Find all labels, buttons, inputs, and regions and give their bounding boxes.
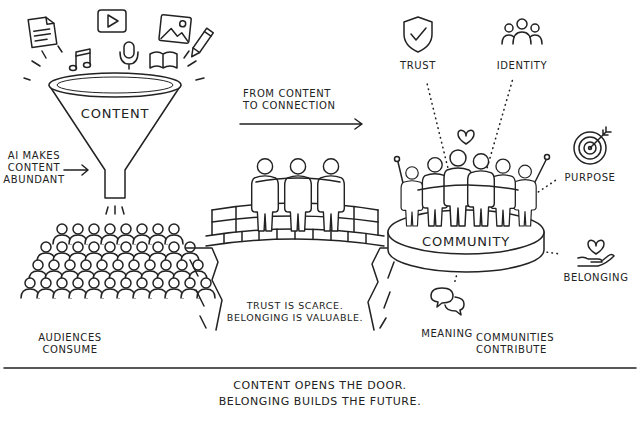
node-label: CONTENT [45, 106, 185, 121]
node-label: IDENTITY [497, 60, 548, 72]
node-label: COMMUNITY [385, 234, 547, 249]
dotted-connector [476, 80, 512, 206]
leader-arrow [64, 165, 88, 175]
book-icon [150, 52, 177, 68]
funnel-node: CONTENT [45, 70, 185, 205]
annotation-label: FROM CONTENT TO CONNECTION [243, 88, 343, 112]
pencil-icon [188, 28, 213, 59]
node-icon [427, 282, 467, 322]
node-outline [45, 70, 185, 205]
belonging-node: BELONGING [558, 226, 634, 292]
annotation-label: AUDIENCES CONSUME [30, 332, 110, 356]
video-icon [98, 10, 126, 32]
funnel-drips [106, 206, 124, 214]
bridge-people [252, 159, 345, 231]
node-label: TRUST [400, 60, 436, 72]
document-icon [28, 16, 57, 47]
music-icon [70, 49, 91, 71]
community-platform: COMMUNITY [385, 206, 547, 276]
caption-text: CONTENT OPENS THE DOOR. BELONGING BUILDS… [206, 378, 434, 410]
node-icon [398, 14, 438, 54]
heart-symbol [458, 130, 474, 144]
purpose-node: PURPOSE [556, 126, 624, 188]
annotation-label: AI MAKES CONTENT ABUNDANT [0, 150, 68, 186]
image-icon [159, 15, 192, 44]
node-icon [570, 126, 610, 166]
identity-node: IDENTITY [486, 14, 558, 80]
dotted-connector [426, 80, 457, 206]
dotted-connector [518, 180, 556, 206]
node-label: MEANING [421, 328, 473, 340]
dotted-connector [547, 252, 558, 254]
annotation-label: TRUST IS SCARCE. BELONGING IS VALUABLE. [220, 300, 370, 324]
trust-node: TRUST [386, 14, 450, 80]
node-icon [576, 226, 616, 266]
node-icon [502, 14, 542, 54]
cliffs [186, 248, 404, 330]
community-people [395, 150, 550, 226]
dotted-connector [455, 276, 457, 282]
node-label: BELONGING [563, 272, 628, 284]
meaning-node: MEANING [410, 282, 484, 338]
divider-line [4, 367, 636, 369]
node-label: PURPOSE [564, 172, 615, 184]
direction-arrow [240, 119, 362, 129]
microphone-icon [120, 42, 138, 69]
annotation-label: COMMUNITIES CONTRIBUTE [476, 332, 568, 356]
audience-crowd [21, 224, 215, 298]
